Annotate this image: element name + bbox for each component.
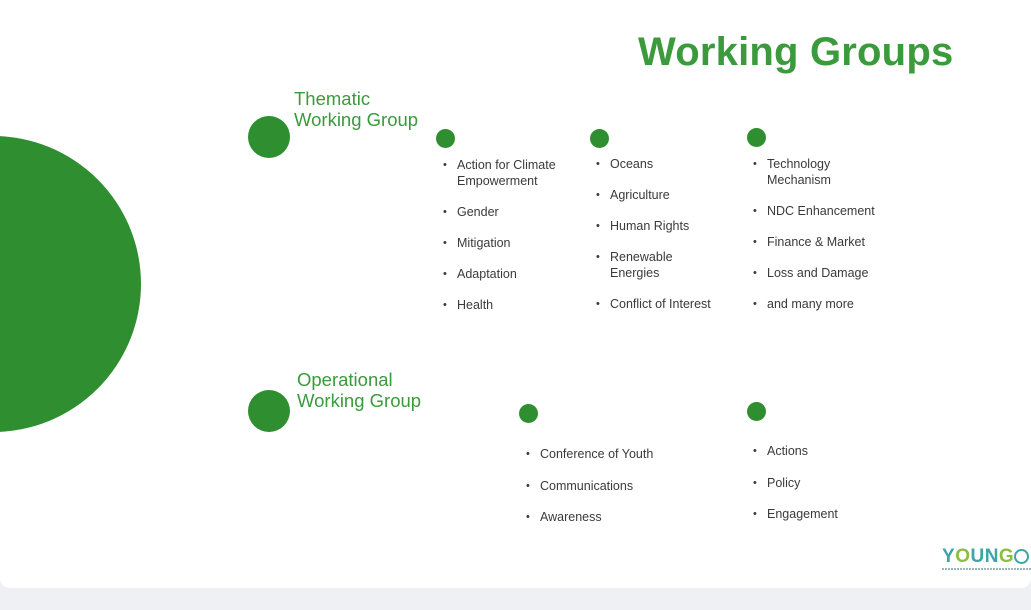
operational-col1-list: Conference of Youth Communications Aware… bbox=[526, 446, 696, 541]
logo-letters-un: UN bbox=[970, 546, 999, 567]
list-item: NDC Enhancement bbox=[753, 203, 903, 219]
list-item: and many more bbox=[753, 296, 903, 312]
thematic-col3-dot bbox=[747, 128, 766, 147]
logo-letter-g: G bbox=[998, 546, 1015, 567]
decorative-large-circle bbox=[0, 136, 141, 432]
operational-group-dot bbox=[248, 390, 290, 432]
list-item: Actions bbox=[753, 443, 903, 459]
thematic-col1-dot bbox=[436, 129, 455, 148]
list-item: Communications bbox=[526, 478, 696, 494]
list-item: Mitigation bbox=[443, 235, 593, 251]
list-item: Engagement bbox=[753, 506, 903, 522]
list-item: Awareness bbox=[526, 509, 696, 525]
logo-letter-o: O bbox=[955, 546, 971, 567]
list-item: Loss and Damage bbox=[753, 265, 903, 281]
youngo-logo: YOUNG bbox=[942, 546, 1030, 568]
list-item: Technology Mechanism bbox=[753, 156, 903, 188]
list-item: Policy bbox=[753, 475, 903, 491]
logo-letter-y: Y bbox=[942, 546, 956, 567]
list-item: Finance & Market bbox=[753, 234, 903, 250]
operational-col2-list: Actions Policy Engagement bbox=[753, 443, 903, 538]
thematic-group-title: Thematic Working Group bbox=[294, 88, 419, 130]
thematic-col1-list: Action for Climate Empowerment Gender Mi… bbox=[443, 157, 593, 328]
list-item: Gender bbox=[443, 204, 593, 220]
list-item: Oceans bbox=[596, 156, 746, 172]
list-item: Human Rights bbox=[596, 218, 746, 234]
list-item: Renewable Energies bbox=[596, 249, 746, 281]
slide-title: Working Groups bbox=[638, 30, 954, 74]
thematic-group-dot bbox=[248, 116, 290, 158]
thematic-col3-list: Technology Mechanism NDC Enhancement Fin… bbox=[753, 156, 903, 327]
list-item: Action for Climate Empowerment bbox=[443, 157, 593, 189]
globe-icon bbox=[1014, 549, 1030, 564]
thematic-col2-list: Oceans Agriculture Human Rights Renewabl… bbox=[596, 156, 746, 327]
thematic-col2-dot bbox=[590, 129, 609, 148]
operational-col1-dot bbox=[519, 404, 538, 423]
list-item: Conference of Youth bbox=[526, 446, 696, 462]
operational-group-title: Operational Working Group bbox=[297, 369, 422, 411]
list-item: Health bbox=[443, 297, 593, 313]
list-item: Adaptation bbox=[443, 266, 593, 282]
logo-tagline-decoration bbox=[942, 568, 1031, 570]
list-item: Agriculture bbox=[596, 187, 746, 203]
slide: Working Groups Thematic Working Group Ac… bbox=[0, 0, 1031, 588]
operational-col2-dot bbox=[747, 402, 766, 421]
list-item: Conflict of Interest bbox=[596, 296, 746, 312]
